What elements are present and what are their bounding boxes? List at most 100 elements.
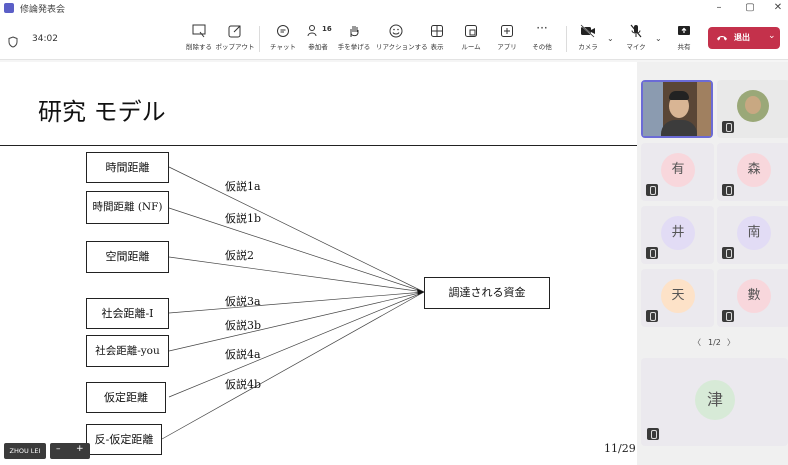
model-box-funds-raised: 調達される資金 [424,277,550,309]
mic-off-icon [630,24,642,38]
camera-chevron-icon[interactable]: ⌄ [607,34,614,43]
participant-tile-video[interactable] [641,80,713,138]
participant-avatar: 井 [661,216,695,250]
close-icon[interactable]: ✕ [773,2,783,13]
hypothesis-label-4b: 仮説4b [225,378,262,391]
participants-label: 参加者 [308,43,328,51]
mic-chevron-icon[interactable]: ⌄ [655,34,662,43]
participant-tile-photo[interactable] [717,80,788,138]
presenter-name-tag: ZHOU LEI [4,443,46,459]
share-button[interactable]: 共有 [664,22,704,58]
zoom-in-icon[interactable]: + [76,444,84,454]
title-bar: 修論発表会 – ▢ ✕ [0,0,788,16]
meeting-toolbar: 34:02 削除する ポップアウト チャット 16 参加者 手を挙げる リアクシ… [0,16,788,60]
hand-icon [350,26,359,37]
view-label: 表示 [430,43,444,51]
chat-button[interactable]: チャット [263,22,303,58]
model-box-space-distance: 空間距離 [86,241,169,273]
model-box-social-distance-you: 社会距離-you [86,335,169,367]
share-select-button[interactable]: 削除する [179,22,219,58]
rooms-icon [465,25,477,37]
chat-icon [277,25,289,37]
participant-tile[interactable]: 有 [641,143,714,201]
model-box-anti-hypothetical-distance: 反-仮定距離 [86,424,162,455]
hypothesis-label-3a: 仮説3a [225,295,261,308]
model-box-time-distance-nf: 時間距離 (NF) [86,191,169,224]
participant-avatar: 津 [695,380,735,420]
camera-label: カメラ [578,43,598,51]
rooms-button[interactable]: ルーム [451,22,491,58]
phone-hangup-icon [717,36,727,41]
muted-mic-icon [646,247,658,259]
participant-tile[interactable]: 井 [641,206,714,264]
camera-button[interactable]: カメラ [568,22,608,58]
muted-mic-icon [722,121,734,133]
popout-icon [228,25,241,38]
share-label: 共有 [677,43,691,51]
window-title: 修論発表会 [20,5,66,15]
view-button[interactable]: 表示 [417,22,457,58]
share-select-label: 削除する [186,43,212,51]
smiley-icon [389,24,403,38]
muted-mic-icon [646,310,658,322]
screen-pointer-icon [192,24,206,38]
toolbar-divider [566,26,567,52]
more-label: その他 [532,43,552,51]
video-background [697,82,711,136]
participant-avatar: 森 [737,153,771,187]
model-box-social-distance-i: 社会距離-I [86,298,169,329]
model-arrows [161,166,425,440]
minimize-icon[interactable]: – [716,2,722,13]
participant-count: 16 [322,25,332,33]
people-icon [307,25,317,37]
apps-label: アプリ [497,43,517,51]
participant-tile[interactable]: 森 [717,143,788,201]
mic-button[interactable]: マイク [616,22,656,58]
zoom-out-icon[interactable]: – [56,444,61,454]
hypothesis-label-1b: 仮説1b [225,212,262,225]
participant-tile[interactable]: 南 [717,206,788,264]
leave-label: 退出 [734,33,750,42]
shield-icon[interactable] [8,33,18,52]
gallery-prev-icon[interactable]: 〈 [693,338,701,347]
raise-hand-button[interactable]: 手を挙げる [334,22,374,58]
share-screen-icon [678,26,690,35]
more-button[interactable]: ··· その他 [522,22,562,58]
popout-button[interactable]: ポップアウト [215,22,255,58]
participant-face [669,94,689,118]
reactions-label: リアクションする [376,43,428,51]
apps-button[interactable]: アプリ [487,22,527,58]
photo-detail [745,96,761,114]
participant-avatar: 有 [661,153,695,187]
toolbar-divider [259,26,260,52]
reactions-button[interactable]: リアクションする [376,22,428,58]
add-app-icon [501,25,513,37]
participants-button[interactable]: 16 参加者 [298,22,338,58]
hypothesis-label-4a: 仮説4a [225,348,261,361]
gallery-next-icon[interactable]: 〉 [727,338,735,347]
participant-avatar: 天 [661,279,695,313]
participant-tile[interactable]: 天 [641,269,714,327]
hypothesis-label-2: 仮説2 [225,249,254,262]
grid-view-icon [431,25,443,37]
muted-mic-icon [647,428,659,440]
maximize-icon[interactable]: ▢ [745,2,755,13]
teams-app-icon [4,3,14,13]
participant-avatar: 數 [737,279,771,313]
slide-page-number: 11/29 [604,442,636,455]
participant-tile-large[interactable]: 津 [641,358,788,446]
slide-title: 研究 モデル [38,98,166,126]
participant-tile[interactable]: 數 [717,269,788,327]
gallery-pager: 1/2 [708,338,721,347]
participant-avatar: 南 [737,216,771,250]
ellipsis-icon: ··· [536,21,548,35]
muted-mic-icon [722,310,734,322]
meeting-timer: 34:02 [32,34,58,44]
model-box-time-distance: 時間距離 [86,152,169,183]
leave-chevron-icon[interactable]: ⌄ [768,31,776,41]
mic-label: マイク [626,43,646,51]
video-background [643,82,663,136]
leave-button[interactable]: 退出 ⌄ [708,27,780,49]
hypothesis-label-3b: 仮説3b [225,319,262,332]
shared-slide: 研究 モデル 時間距離 時間距離 (NF) 空間距離 社会距離-I 社会距離-y… [0,62,637,465]
